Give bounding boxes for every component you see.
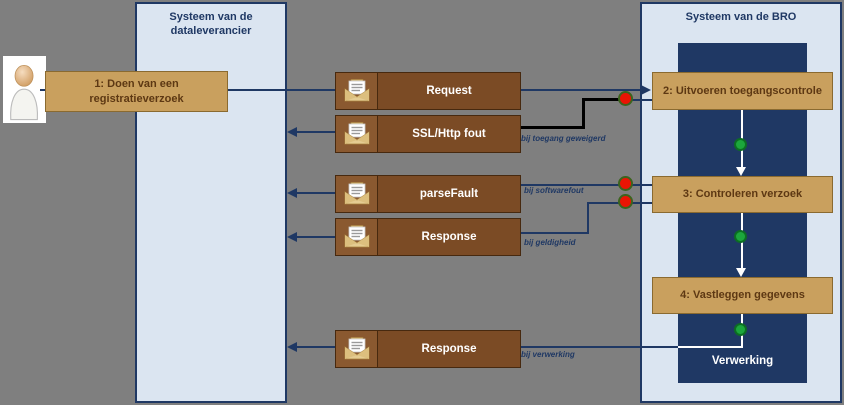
envelope-icon xyxy=(336,219,378,255)
envelope-icon xyxy=(336,176,378,212)
success-node-2 xyxy=(734,230,747,243)
condition-label-verwerking: bij verwerking xyxy=(521,350,575,359)
ssl-error-line-h2 xyxy=(520,126,584,129)
person-icon xyxy=(9,65,38,121)
activity-box-vastleggen-gegevens: 4: Vastleggen gegevens xyxy=(652,277,833,314)
error-node-access xyxy=(618,91,633,106)
supplier-lane-title: Systeem van de dataleverancier xyxy=(169,11,253,38)
message-box-response-verwerking: Response xyxy=(335,330,521,368)
arrowhead-response-return xyxy=(287,232,297,242)
bro-lane-title: Systeem van de BRO xyxy=(685,11,797,23)
envelope-icon xyxy=(336,116,378,152)
arrowhead-ssl-return xyxy=(287,127,297,137)
activity-box-registratieverzoek: 1: Doen van een registratieverzoek xyxy=(45,71,228,112)
arrowhead-into-step3 xyxy=(736,167,746,176)
error-node-software xyxy=(618,176,633,191)
validity-line-h2 xyxy=(520,232,589,234)
activity-box-toegangscontrole: 2: Uitvoeren toegangscontrole xyxy=(652,72,833,110)
message-label: Request xyxy=(426,85,472,97)
envelope-icon xyxy=(336,73,378,109)
ssl-error-line-v xyxy=(582,98,585,129)
arrowhead-processing-return xyxy=(287,342,297,352)
message-label: Response xyxy=(421,231,477,243)
message-box-request: Request xyxy=(335,72,521,110)
message-label: Response xyxy=(421,343,477,355)
message-box-response-geldigheid: Response xyxy=(335,218,521,256)
validity-line-v xyxy=(587,202,589,234)
success-node-3 xyxy=(734,323,747,336)
message-label: parseFault xyxy=(419,188,479,200)
parsefault-line xyxy=(520,184,652,186)
arrowhead-into-step4 xyxy=(736,268,746,277)
response-return-line xyxy=(294,236,335,238)
processing-area-label: Verwerking xyxy=(711,355,774,367)
ssl-error-line-h1 xyxy=(582,98,628,101)
actor-frame xyxy=(3,56,46,123)
error-node-validity xyxy=(618,194,633,209)
processing-response-line-inner xyxy=(678,346,743,348)
message-box-parsefault: parseFault xyxy=(335,175,521,213)
condition-label-toegang-geweigerd: bij toegang geweigerd xyxy=(521,134,606,143)
message-box-ssl-http-fout: SSL/Http fout xyxy=(335,115,521,153)
parsefault-return-line xyxy=(294,192,335,194)
ssl-error-return-line xyxy=(294,131,335,133)
condition-label-geldigheid: bij geldigheid xyxy=(524,238,576,247)
arrowhead-into-step2 xyxy=(641,85,651,95)
condition-label-softwarefout: bij softwarefout xyxy=(524,186,584,195)
success-node-1 xyxy=(734,138,747,151)
supplier-lane: Systeem van de dataleverancier xyxy=(135,2,287,403)
arrowhead-parsefault-return xyxy=(287,188,297,198)
activity-box-controleren-verzoek: 3: Controleren verzoek xyxy=(652,176,833,213)
access-denied-stub-line xyxy=(630,99,652,101)
envelope-icon xyxy=(336,331,378,367)
message-label: SSL/Http fout xyxy=(412,128,486,140)
